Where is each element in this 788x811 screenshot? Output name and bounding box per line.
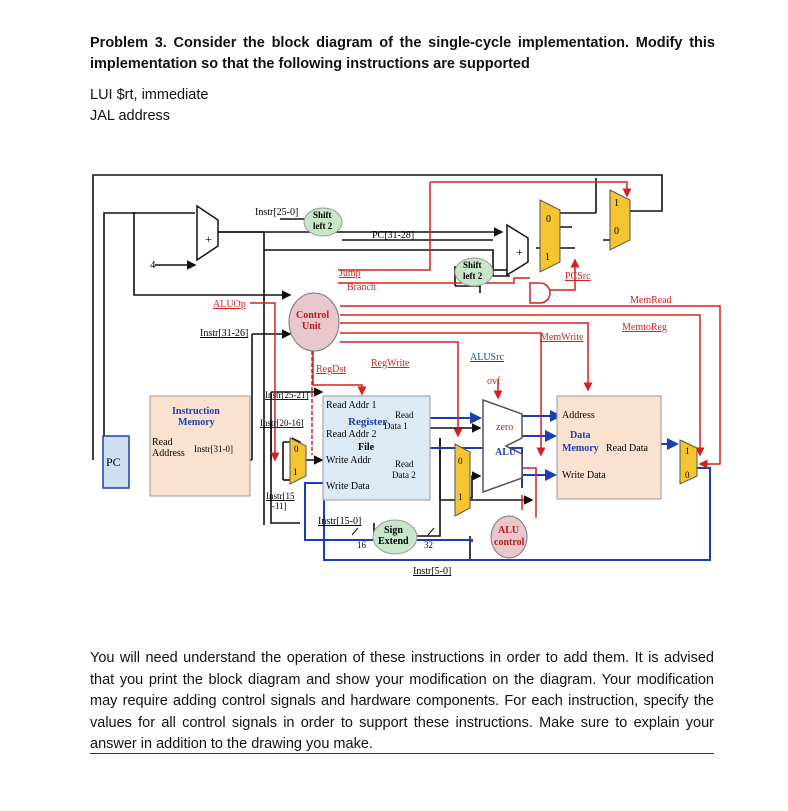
regdst-signal-label: RegDst	[316, 364, 346, 375]
instr-25-21-label: Instr[25-21]	[265, 390, 309, 400]
regfile-label-2: File	[358, 442, 375, 453]
alu-zero-label: zero	[496, 422, 513, 433]
regdst-mux-1: 1	[293, 467, 298, 477]
read-address-label-1: Read	[152, 437, 173, 448]
control-unit	[288, 292, 340, 352]
regfile-write-data-label: Write Data	[326, 481, 370, 492]
memtoreg-signal-label: MemtoReg	[622, 322, 667, 333]
jump-signal-label: Jump	[339, 268, 361, 279]
alusrc-signal-label: ALUSrc	[470, 352, 504, 363]
control-wires	[250, 181, 721, 518]
instr-15-11-label-1: Instr[15	[266, 491, 295, 501]
instr-5-0-label: Instr[5-0]	[413, 566, 451, 577]
jump-shift-left2	[303, 207, 343, 237]
memtoreg-mux	[679, 439, 698, 485]
alu-control-label-1: ALU	[498, 525, 519, 536]
regdst-mux-0: 0	[294, 444, 299, 454]
regwrite-signal-label: RegWrite	[371, 358, 410, 369]
read-addr1-label: Read Addr 1	[326, 400, 377, 411]
regfile-label-1: Register	[348, 416, 387, 428]
pcsrc-mux	[539, 199, 561, 273]
pc-register	[102, 435, 130, 489]
data-memory-label-1: Data	[570, 430, 591, 441]
instr-15-11-label-2: -11]	[272, 501, 287, 511]
alu-control-label-2: control	[494, 537, 525, 548]
instr-31-0-label: Instr[31-0]	[194, 444, 233, 454]
alusrc-mux-1: 1	[458, 492, 463, 502]
alu	[482, 398, 523, 494]
width-32-label: 32	[424, 540, 433, 550]
memtoreg-mux-0: 0	[685, 470, 690, 480]
instructions-paragraph: You will need understand the operation o…	[90, 650, 714, 753]
regdst-mux	[289, 437, 307, 485]
branch-signal-label: Branch	[347, 282, 376, 293]
bottom-rule	[90, 753, 714, 754]
sign-extend	[372, 519, 418, 555]
read-address-label-2: Address	[152, 448, 185, 459]
instr-25-0-label: Instr[25-0]	[255, 207, 298, 218]
jump-mux	[609, 189, 631, 251]
alu-label: ALU	[495, 447, 516, 458]
read-data2-label-2: Data 2	[392, 470, 416, 480]
sign-extend-label-2: Extend	[378, 536, 409, 547]
read-data1-label-1: Read	[395, 410, 414, 420]
pc-adder	[196, 204, 219, 262]
pc-31-28-label: PC[31-28]	[372, 230, 414, 241]
pc-adder-plus: +	[205, 232, 212, 246]
memread-signal-label: MemRead	[630, 295, 672, 306]
pc-label: PC	[106, 455, 121, 469]
problem-statement: Problem 3. Consider the block diagram of…	[90, 35, 715, 72]
read-data1-label-2: Data 1	[384, 421, 408, 431]
instruction-lui: LUI $rt, immediate	[90, 87, 209, 103]
write-addr-label: Write Addr	[326, 455, 372, 466]
instruction-jal: JAL address	[90, 108, 171, 124]
alusrc-mux-0: 0	[458, 456, 463, 466]
read-data2-label-1: Read	[395, 459, 414, 469]
data-memory	[556, 395, 662, 500]
control-unit-label-2: Unit	[302, 321, 322, 332]
jump-mux-1: 1	[614, 198, 619, 209]
branch-and-gate	[529, 282, 551, 304]
shift-left2b-label-1: Shift	[463, 260, 482, 270]
ovf-label: ovf	[487, 376, 501, 387]
instr-mem-label-1: Instruction	[172, 406, 220, 417]
shift-left2-label-2: left 2	[313, 221, 333, 231]
instr-31-26-label: Instr[31-26]	[200, 328, 248, 339]
pcsrc-mux-1: 1	[545, 252, 550, 263]
branch-adder-plus: +	[516, 245, 523, 259]
alusrc-mux	[454, 443, 471, 517]
pcsrc-signal-label: PCSrc	[565, 271, 591, 282]
memwrite-signal-label: MemWrite	[540, 332, 584, 343]
data-mem-read-data-label: Read Data	[606, 443, 648, 454]
width-16-label: 16	[357, 540, 367, 550]
alu-control	[490, 515, 528, 559]
shift-left2b-label-2: left 2	[463, 271, 483, 281]
instr-mem-label-2: Memory	[178, 417, 215, 428]
data-mem-write-data-label: Write Data	[562, 470, 606, 481]
branch-adder	[506, 223, 529, 277]
instruction-memory	[149, 395, 251, 497]
data-mem-address-label: Address	[562, 410, 595, 421]
shift-left2-label-1: Shift	[313, 210, 332, 220]
control-unit-label-1: Control	[296, 310, 329, 321]
sign-extend-label-1: Sign	[384, 525, 403, 536]
const-four: 4	[150, 259, 156, 271]
branch-shift-left2	[454, 257, 494, 287]
pcsrc-mux-0: 0	[546, 214, 551, 225]
aluop-signal-label: ALUOp	[213, 299, 246, 310]
instr-15-0-label: Instr[15-0]	[318, 516, 361, 527]
read-addr2-label: Read Addr 2	[326, 429, 377, 440]
memtoreg-mux-1: 1	[685, 446, 690, 456]
instr-20-16-label: Instr[20-16]	[260, 418, 304, 428]
data-memory-label-2: Memory	[562, 443, 599, 454]
register-file	[322, 395, 431, 501]
jump-mux-0: 0	[614, 226, 619, 237]
